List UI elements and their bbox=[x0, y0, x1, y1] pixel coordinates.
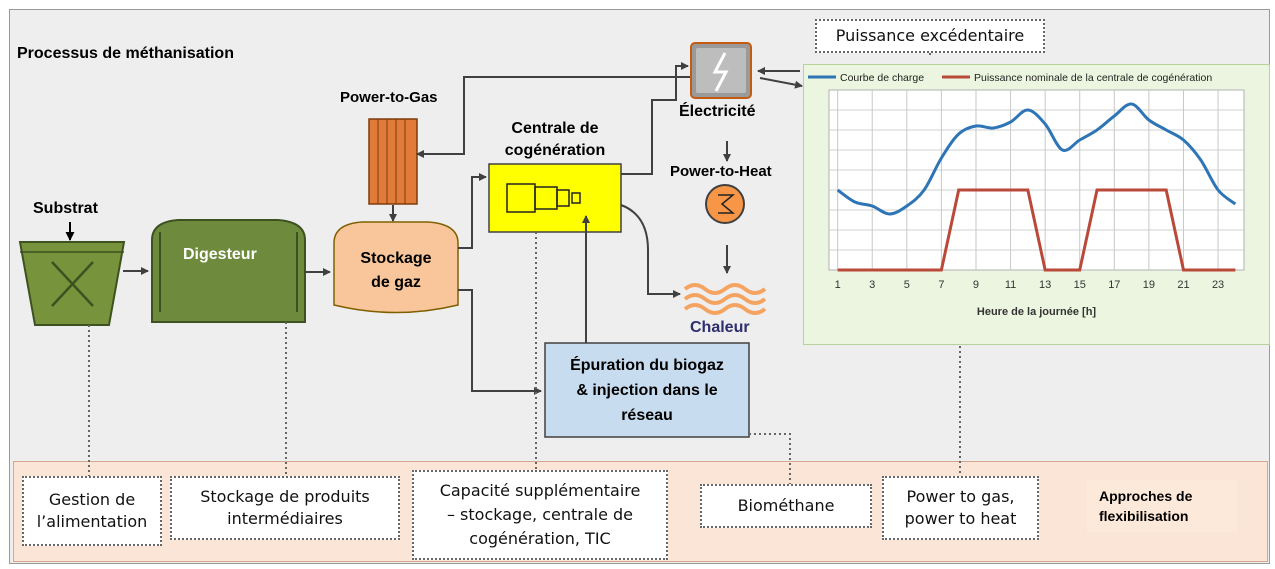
x-axis-label: Heure de la journée [h] bbox=[977, 306, 1097, 318]
centrale-label: Centrale de cogénération bbox=[489, 116, 621, 164]
x-tick-label: 19 bbox=[1143, 279, 1155, 291]
power-to-gas-reactor bbox=[368, 118, 418, 205]
arrow-electricity-chart bbox=[759, 77, 803, 89]
page-title: Processus de méthanisation bbox=[17, 45, 234, 62]
approaches-label: Approches de flexibilisation bbox=[1087, 480, 1237, 532]
callout-lines bbox=[88, 43, 961, 484]
x-tick-label: 13 bbox=[1039, 279, 1051, 291]
centrale-box bbox=[488, 163, 622, 233]
callout-storage-line-2: intermédiaires bbox=[227, 509, 343, 528]
heat-waves-icon bbox=[683, 283, 767, 315]
approaches-line-2: flexibilisation bbox=[1099, 508, 1189, 524]
arrow-centrale-electricity bbox=[621, 62, 689, 175]
power-to-gas-label: Power-to-Gas bbox=[340, 89, 438, 106]
gas-storage-label: Stockage de gaz bbox=[334, 246, 458, 296]
x-tick-label: 21 bbox=[1177, 279, 1189, 291]
surplus-power-label: Puissance excédentaire bbox=[835, 26, 1025, 45]
epuration-line-1: Épuration du biogaz bbox=[570, 356, 724, 374]
gas-storage-line-1: Stockage bbox=[360, 250, 432, 267]
approaches-line-1: Approches de bbox=[1099, 488, 1193, 504]
lightning-icon bbox=[690, 42, 752, 99]
callout-capacity-line-3: cogénération, TIC bbox=[469, 529, 611, 548]
arrow-electricity-ptg bbox=[416, 76, 690, 158]
x-tick-label: 23 bbox=[1212, 279, 1224, 291]
callout-power-to-x: Power to gas, power to heat bbox=[882, 476, 1039, 540]
electricite-label: Électricité bbox=[679, 103, 756, 120]
x-tick-label: 3 bbox=[869, 279, 875, 291]
x-tick-label: 1 bbox=[835, 279, 841, 291]
x-tick-label: 17 bbox=[1108, 279, 1120, 291]
arrow-centrale-heat bbox=[620, 204, 681, 298]
arrow-storage-epuration bbox=[458, 289, 542, 395]
series-line-nominal-power bbox=[837, 188, 1236, 272]
callout-feed-line-2: l’alimentation bbox=[36, 512, 148, 531]
arrow-storage-centrale bbox=[458, 173, 487, 249]
callout-capacity-line-1: Capacité supplémentaire bbox=[439, 481, 641, 500]
centrale-line-1: Centrale de bbox=[511, 120, 599, 137]
x-tick-label: 15 bbox=[1074, 279, 1086, 291]
callout-feed-line-1: Gestion de bbox=[48, 490, 136, 509]
callout-storage-line-1: Stockage de produits bbox=[200, 487, 370, 506]
gas-storage-shape bbox=[333, 221, 459, 314]
substrat-label: Substrat bbox=[33, 200, 98, 217]
hopper-icon bbox=[18, 241, 126, 326]
x-tick-label: 7 bbox=[938, 279, 944, 291]
callout-capacity-line-2: – stockage, centrale de bbox=[446, 505, 634, 524]
plot-area bbox=[828, 89, 1245, 271]
surplus-power-box: Puissance excédentaire bbox=[815, 19, 1045, 53]
epuration-box bbox=[544, 342, 750, 438]
x-tick-label: 5 bbox=[904, 279, 910, 291]
x-tick-label: 11 bbox=[1005, 279, 1016, 291]
legend-label: Courbe de charge bbox=[840, 72, 924, 84]
epuration-line-3: réseau bbox=[621, 406, 673, 424]
series-line-load-curve bbox=[836, 102, 1237, 216]
centrale-line-2: cogénération bbox=[504, 142, 606, 159]
digester-shape bbox=[151, 219, 306, 323]
chaleur-label: Chaleur bbox=[690, 319, 750, 336]
callout-biomethane: Biométhane bbox=[700, 484, 872, 528]
callout-ptx-line-2: power to heat bbox=[904, 509, 1017, 528]
gas-storage-line-2: de gaz bbox=[371, 274, 421, 291]
digesteur-label: Digesteur bbox=[183, 246, 257, 263]
epuration-line-2: & injection dans le bbox=[576, 381, 718, 399]
callout-feed-management: Gestion de l’alimentation bbox=[22, 476, 162, 546]
x-tick-label: 9 bbox=[973, 279, 979, 291]
callout-intermediate-storage: Stockage de produits intermédiaires bbox=[170, 476, 400, 540]
callout-biomethane-label: Biométhane bbox=[737, 496, 835, 515]
epuration-label: Épuration du biogaz & injection dans le … bbox=[545, 343, 749, 437]
legend-label: Puissance nominale de la centrale de cog… bbox=[974, 72, 1212, 84]
heater-icon bbox=[705, 184, 745, 224]
callout-ptx-line-1: Power to gas, bbox=[906, 487, 1015, 506]
callout-additional-capacity: Capacité supplémentaire – stockage, cent… bbox=[412, 470, 668, 560]
power-to-heat-label: Power-to-Heat bbox=[670, 163, 772, 180]
